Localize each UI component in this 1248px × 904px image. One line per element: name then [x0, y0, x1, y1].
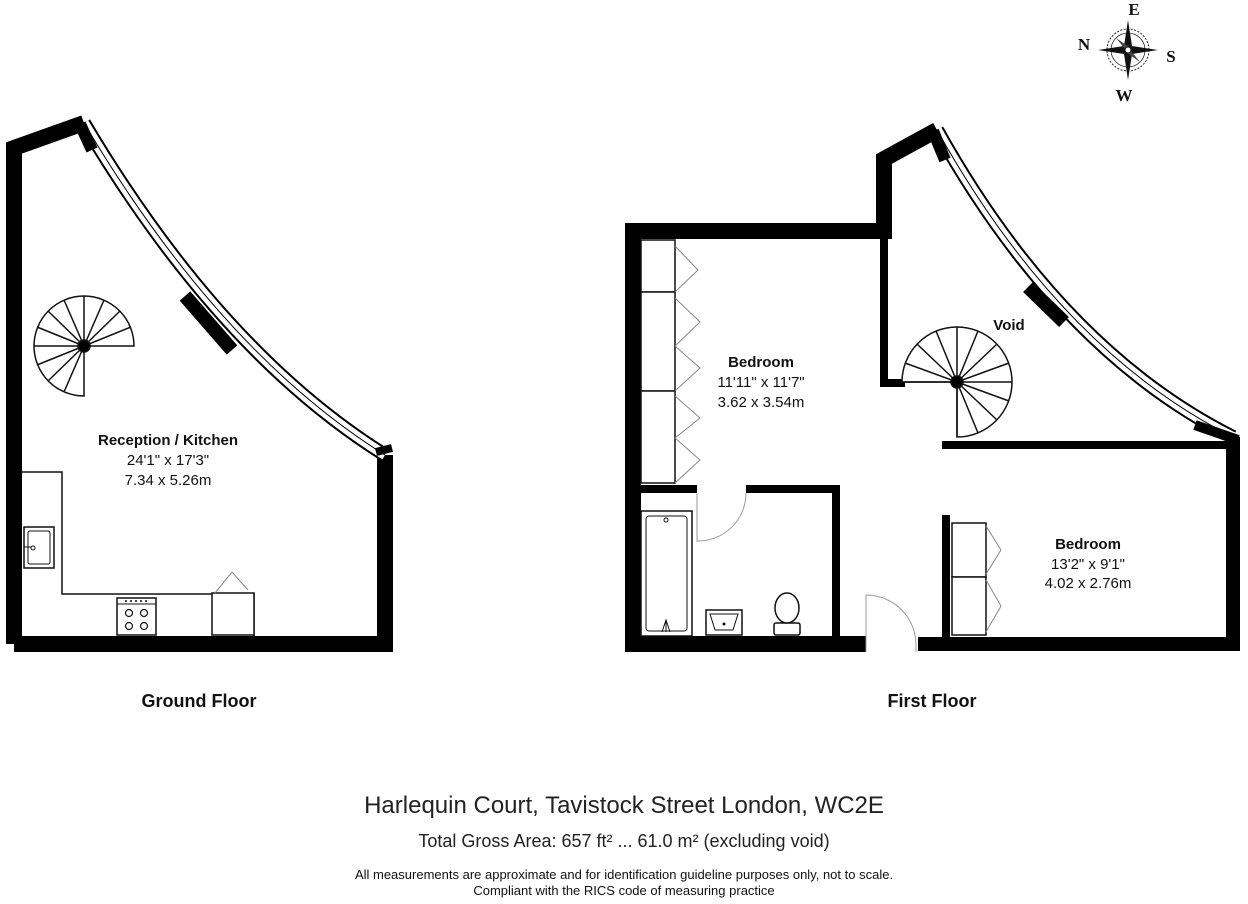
bathroom-door — [696, 492, 747, 542]
kitchen-hob — [116, 597, 157, 636]
bedroom1-dim-metric: 3.62 x 3.54m — [718, 394, 805, 411]
compass-west-letter: W — [1116, 86, 1133, 105]
first-floor-label: First Floor — [888, 691, 977, 711]
disclaimer-line-1: All measurements are approximate and for… — [354, 867, 894, 882]
compass-north-letter: N — [1078, 35, 1091, 54]
bedroom2-wardrobes — [951, 522, 1002, 636]
first-floor-plan: Void Bedroom 11'11" x 11'7" 3.62 x 3.54m… — [625, 122, 1240, 711]
toilet — [773, 592, 801, 636]
ground-floor-plan: Reception / Kitchen 24'1" x 17'3" 7.34 x… — [5, 115, 393, 711]
ground-floor-walls — [5, 115, 393, 652]
reception-kitchen-dim-imperial: 24'1" x 17'3" — [127, 452, 209, 469]
ground-floor-spiral-stair — [33, 295, 135, 397]
disclaimer-line-2: Compliant with the RICS code of measurin… — [473, 883, 775, 898]
bathtub — [640, 510, 693, 637]
compass-east-letter: E — [1128, 0, 1139, 19]
bedroom2-label: Bedroom — [1055, 536, 1121, 553]
bedroom1-label: Bedroom — [728, 354, 794, 371]
ground-floor-curved-window — [77, 119, 389, 461]
compass-rose: E N S W — [1078, 0, 1176, 105]
property-address: Harlequin Court, Tavistock Street London… — [364, 792, 884, 819]
kitchen-cupboard — [211, 571, 255, 636]
ground-floor-label: Ground Floor — [142, 691, 257, 711]
first-floor-walls — [625, 122, 941, 652]
bedroom2-dim-metric: 4.02 x 2.76m — [1045, 575, 1132, 592]
reception-kitchen-dim-metric: 7.34 x 5.26m — [125, 472, 212, 489]
kitchen-sink — [23, 526, 55, 569]
reception-kitchen-label: Reception / Kitchen — [98, 432, 238, 449]
landing-door — [865, 594, 917, 652]
compass-south-letter: S — [1166, 47, 1175, 66]
first-floor-spiral-stair — [901, 326, 1013, 438]
bedroom1-dim-imperial: 11'11" x 11'7" — [717, 374, 804, 391]
bedroom1-wardrobes — [640, 239, 701, 484]
void-label: Void — [993, 317, 1024, 334]
total-gross-area: Total Gross Area: 657 ft² ... 61.0 m² (e… — [418, 831, 830, 851]
bedroom2-dim-imperial: 13'2" x 9'1" — [1051, 556, 1125, 573]
bathroom-basin — [705, 609, 743, 636]
